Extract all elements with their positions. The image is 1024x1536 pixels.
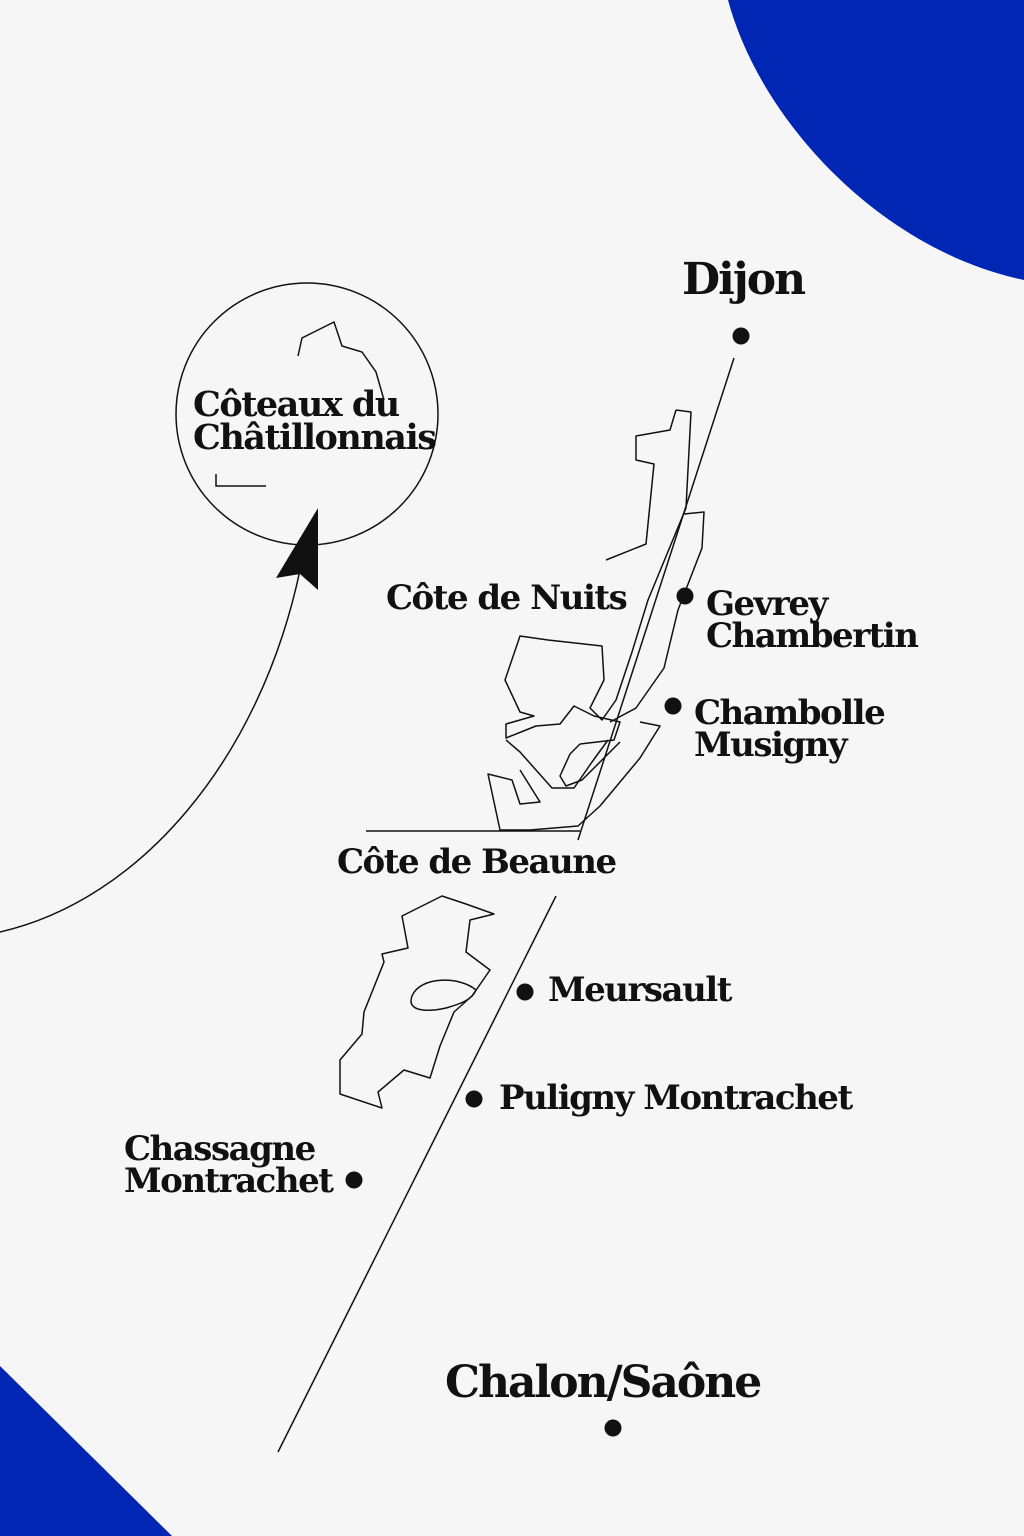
bottom-left-accent-shape [0, 1366, 172, 1536]
chassagne-marker [345, 1171, 363, 1189]
gevrey-label-line1: Gevrey [706, 584, 828, 624]
meursault-label: Meursault [548, 970, 732, 1010]
chatillonnais-label: Côteaux du Châtillonnais [193, 384, 437, 459]
chassagne-label-line1: Chassagne [124, 1129, 316, 1169]
cote-de-beaune-outline [339, 895, 495, 1109]
arrow-head-icon [276, 508, 318, 590]
dijon-marker [732, 327, 750, 345]
dijon-label: Dijon [682, 254, 806, 305]
cote-de-beaune-label: Côte de Beaune [337, 842, 617, 882]
cote-de-nuits-outline [487, 409, 705, 831]
route-line-north [577, 357, 735, 841]
gevrey-label-line2: Chambertin [706, 616, 919, 657]
route-line-south [277, 895, 557, 1453]
chatillonnais-outline [297, 320, 385, 401]
chatillonnais-label-line1: Côteaux du [193, 384, 400, 425]
chambolle-marker [664, 697, 682, 715]
chambolle-label-line2: Musigny [694, 725, 848, 766]
chassagne-label-line2: Montrachet [124, 1161, 334, 1202]
top-right-accent-shape [728, 0, 1024, 280]
chassagne-montrachet-label: Chassagne Montrachet [124, 1129, 334, 1202]
puligny-marker [465, 1090, 483, 1108]
chatillonnais-label-line2: Châtillonnais [193, 417, 437, 459]
gevrey-chambertin-label: Gevrey Chambertin [706, 584, 919, 657]
gevrey-marker [676, 587, 694, 605]
chambolle-musigny-label: Chambolle Musigny [694, 693, 886, 766]
chambolle-label-line1: Chambolle [694, 693, 886, 733]
chatillonnais-outline-fragment [215, 474, 266, 487]
chalon-marker [604, 1419, 622, 1437]
meursault-marker [516, 983, 534, 1001]
inset-connector-curve [0, 569, 301, 933]
chalon-label: Chalon/Saône [445, 1357, 762, 1408]
cote-de-nuits-label: Côte de Nuits [386, 578, 628, 618]
puligny-montrachet-label: Puligny Montrachet [499, 1078, 853, 1118]
